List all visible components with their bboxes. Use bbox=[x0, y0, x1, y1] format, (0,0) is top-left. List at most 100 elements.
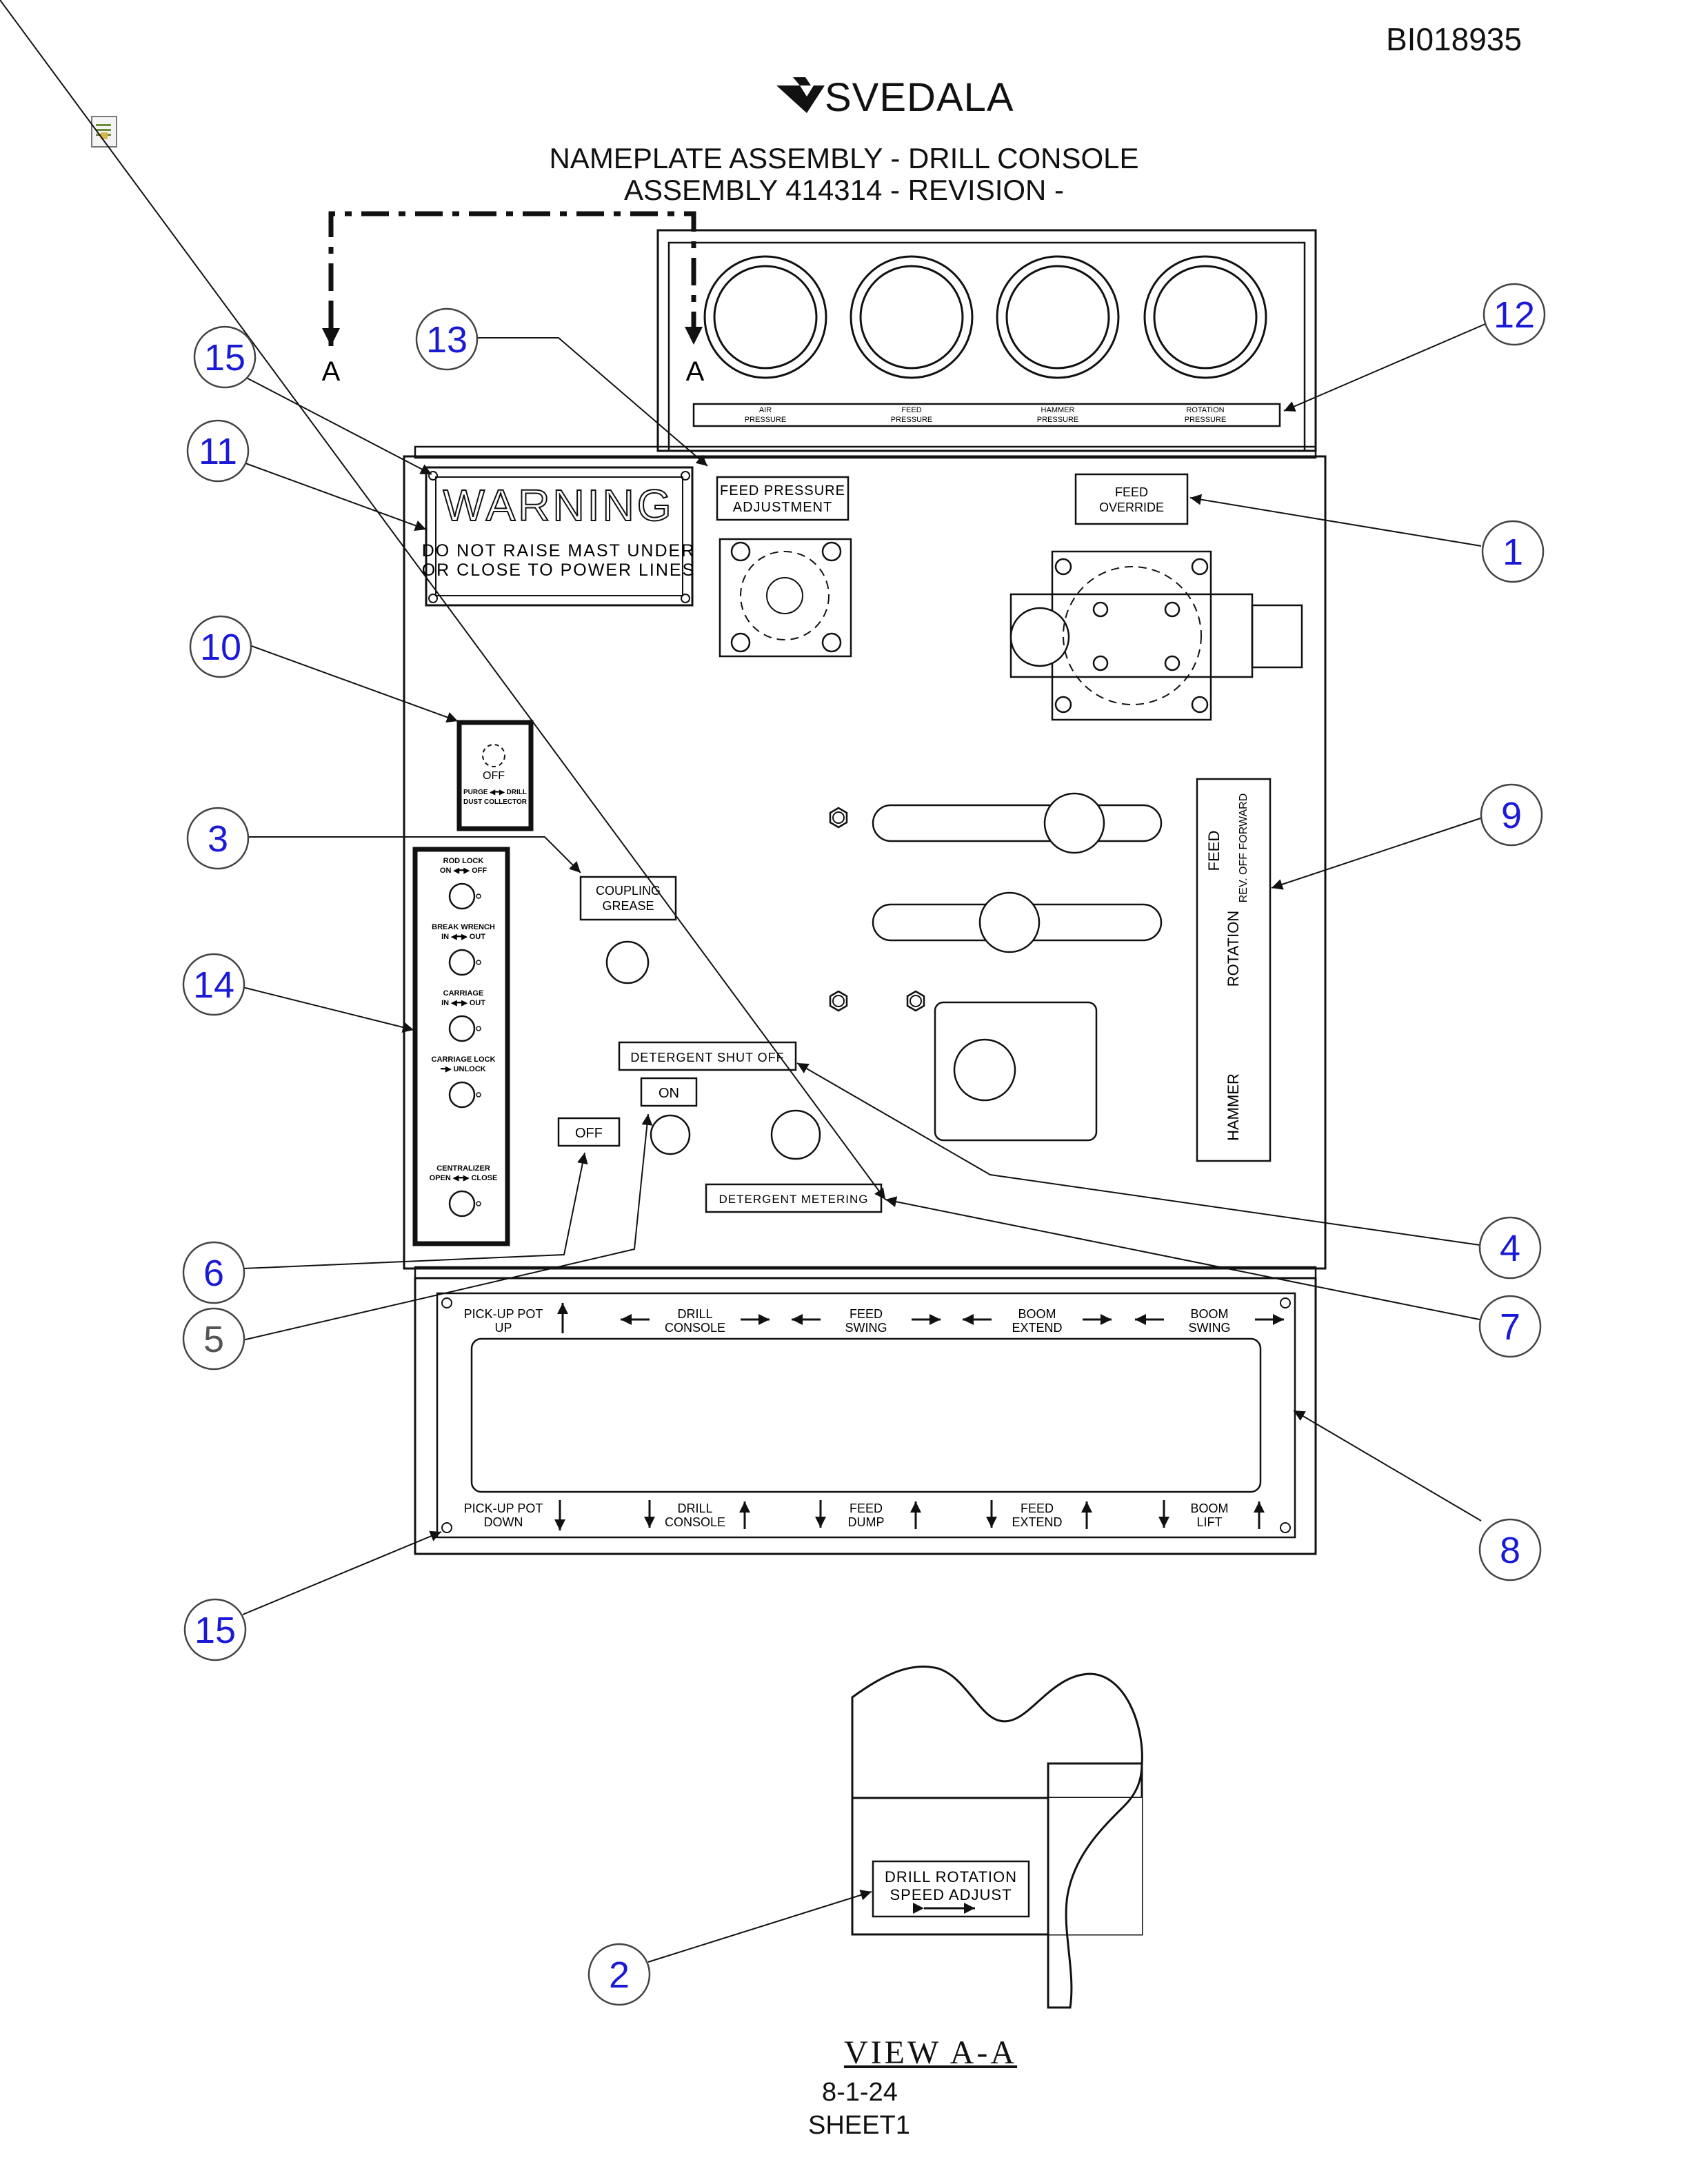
lever-label-top-4-l2: EXTEND bbox=[1012, 1321, 1062, 1335]
coupling-label-2: GREASE bbox=[602, 899, 654, 913]
gauge-label-4-l1: ROTATION bbox=[1186, 406, 1224, 414]
callout-number: 14 bbox=[193, 964, 234, 1006]
detergent-controls: DETERGENT SHUT OFF ON OFF DETERGENT METE… bbox=[557, 1041, 883, 1213]
section-marker-right: A bbox=[686, 356, 705, 387]
left-panel-switch-1: ROD LOCK ON ◀━▶ OFF bbox=[440, 857, 487, 910]
feed-rotation-hammer-placard: FEED REV. OFF FORWARD ROTATION HAMMER bbox=[1196, 778, 1272, 1162]
placard-feed-label: FEED bbox=[1205, 831, 1223, 871]
drill-rotation-label-1: DRILL ROTATION bbox=[885, 1868, 1017, 1885]
left-panel-label-1-l2: ON ◀━▶ OFF bbox=[440, 867, 487, 875]
callout-number: 8 bbox=[1500, 1530, 1520, 1571]
gauge-label-1-l2: PRESSURE bbox=[745, 416, 787, 424]
section-marker-left: A bbox=[322, 356, 341, 387]
lever-label-bottom-3-l2: DUMP bbox=[848, 1515, 885, 1529]
left-panel-label-2-l2: IN ◀━▶ OUT bbox=[441, 933, 485, 941]
callout-3: 3 bbox=[186, 807, 250, 870]
document-id: BI018935 bbox=[1386, 21, 1522, 57]
lever-label-top-1-l1: PICK-UP POT bbox=[464, 1307, 543, 1321]
left-panel-label-1-l1: ROD LOCK bbox=[443, 857, 484, 865]
lever-label-top-3-l1: FEED bbox=[850, 1307, 883, 1321]
svedala-logo-icon bbox=[776, 77, 825, 113]
callout-11: 11 bbox=[186, 419, 250, 483]
gauge-4 bbox=[1143, 255, 1267, 379]
console-panel: WARNING DO NOT RAISE MAST UNDER OR CLOSE… bbox=[403, 445, 1327, 1270]
coupling-grease: COUPLING GREASE bbox=[579, 876, 677, 984]
left-panel-label-4-l1: CARRIAGE LOCK bbox=[432, 1055, 496, 1064]
file-icon[interactable] bbox=[91, 116, 117, 148]
gauge-1 bbox=[703, 255, 827, 379]
gauge-label-2-l2: PRESSURE bbox=[891, 416, 933, 424]
callout-5: 5 bbox=[182, 1307, 245, 1371]
callout-15: 15 bbox=[183, 1598, 247, 1661]
left-panel-label-4-l2: ━▶ UNLOCK bbox=[440, 1065, 485, 1073]
callout-number: 5 bbox=[203, 1319, 224, 1360]
left-panel-label-2-l1: BREAK WRENCH bbox=[432, 923, 495, 931]
callout-10: 10 bbox=[189, 615, 252, 678]
toggle-switch-icon bbox=[448, 1015, 476, 1042]
placard-rotation-label: ROTATION bbox=[1225, 911, 1242, 987]
callout-number: 7 bbox=[1500, 1306, 1520, 1348]
view-label: VIEW A-A bbox=[844, 2034, 1018, 2071]
dust-purge-label: PURGE ◀━▶ DRILL bbox=[463, 789, 527, 796]
warning-heading: WARNING bbox=[443, 481, 674, 530]
brand-name: SVEDALA bbox=[825, 75, 1014, 120]
left-panel-label-3-l2: IN ◀━▶ OUT bbox=[441, 999, 485, 1007]
callout-7: 7 bbox=[1478, 1295, 1542, 1358]
lever-label-bottom-5-l1: BOOM bbox=[1190, 1502, 1228, 1515]
feed-override-valve: FEED OVERRIDE bbox=[1009, 473, 1303, 721]
left-panel-label-5-l1: CENTRALIZER bbox=[436, 1164, 490, 1173]
feed-pressure-label-2: ADJUSTMENT bbox=[733, 500, 832, 515]
callout-14: 14 bbox=[182, 953, 245, 1016]
lever-label-bottom-3-l1: FEED bbox=[850, 1502, 883, 1515]
lever-label-bottom-2-l1: DRILL bbox=[677, 1502, 712, 1515]
callout-13: 13 bbox=[415, 307, 479, 371]
placard-hammer-label: HAMMER bbox=[1225, 1073, 1242, 1141]
lever-label-top-5-l2: SWING bbox=[1189, 1321, 1231, 1335]
lever-nameplate: PICK-UP POTUPDRILLCONSOLEFEEDSWINGBOOMEX… bbox=[414, 1266, 1317, 1555]
title-line-2: ASSEMBLY 414314 - REVISION - bbox=[623, 174, 1065, 206]
lever-label-bottom-4-l2: EXTEND bbox=[1012, 1515, 1062, 1529]
left-panel-switch-2: BREAK WRENCH IN ◀━▶ OUT bbox=[432, 923, 495, 976]
detergent-off-label: OFF bbox=[575, 1126, 603, 1141]
lever-label-top-2-l1: DRILL bbox=[677, 1307, 712, 1321]
callout-15: 15 bbox=[193, 325, 257, 389]
lever-label-top-4-l1: BOOM bbox=[1018, 1307, 1056, 1321]
lever-label-bottom-5-l2: LIFT bbox=[1196, 1515, 1222, 1529]
warning-plate: WARNING DO NOT RAISE MAST UNDER OR CLOSE… bbox=[422, 466, 694, 607]
callout-6: 6 bbox=[182, 1241, 245, 1304]
gauge-label-1-l1: AIR bbox=[759, 406, 772, 414]
gauge-label-3-l2: PRESSURE bbox=[1037, 416, 1079, 424]
callout-number: 4 bbox=[1500, 1228, 1520, 1269]
view-a-a-detail: DRILL ROTATION SPEED ADJUST bbox=[851, 1665, 1143, 2009]
callout-number: 9 bbox=[1501, 795, 1522, 836]
toggle-switch-icon bbox=[448, 1081, 476, 1109]
feed-override-label-2: OVERRIDE bbox=[1099, 501, 1164, 514]
gauge-label-3-l1: HAMMER bbox=[1041, 406, 1075, 414]
callout-4: 4 bbox=[1478, 1216, 1542, 1280]
callout-12: 12 bbox=[1483, 283, 1546, 346]
lever-label-bottom-4-l1: FEED bbox=[1021, 1502, 1054, 1515]
callout-2: 2 bbox=[587, 1943, 651, 2006]
title-line-1: NAMEPLATE ASSEMBLY - DRILL CONSOLE bbox=[549, 142, 1139, 174]
left-panel-label-3-l1: CARRIAGE bbox=[443, 989, 484, 998]
callout-8: 8 bbox=[1478, 1518, 1542, 1581]
lever-label-top-3-l2: SWING bbox=[845, 1321, 887, 1335]
callout-number: 10 bbox=[200, 627, 241, 668]
lever-label-top-1-l2: UP bbox=[494, 1321, 512, 1335]
left-panel-label-5-l2: OPEN ◀━▶ CLOSE bbox=[430, 1174, 498, 1182]
left-panel-switch-4: CARRIAGE LOCK━▶ UNLOCK bbox=[432, 1055, 496, 1109]
callout-number: 13 bbox=[426, 319, 468, 361]
gauge-label-4-l2: PRESSURE bbox=[1185, 416, 1227, 424]
